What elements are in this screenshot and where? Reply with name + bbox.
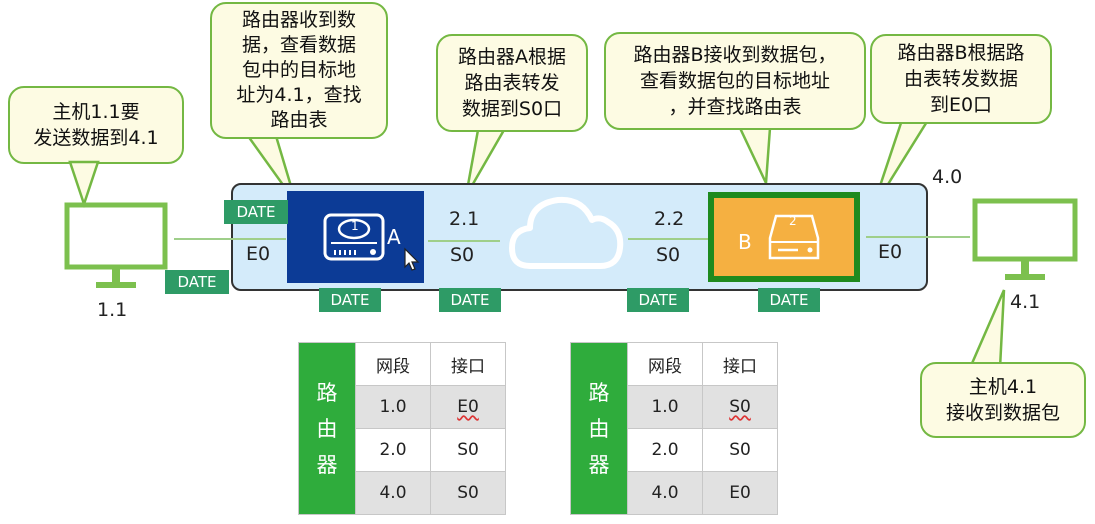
wire-host-a <box>174 238 286 240</box>
table-cell: S0 <box>702 428 778 472</box>
router-b-s0-label: S0 <box>656 244 681 266</box>
bubble-router-b-receive: 路由器B接收到数据包， 查看数据包的目标地址 ，并查找路由表 <box>604 32 866 130</box>
packet-tag: DATE <box>224 200 288 224</box>
wire-b-host <box>866 236 970 238</box>
routing-table-b-header: 网段 <box>627 342 703 386</box>
cursor-icon <box>404 247 420 271</box>
table-cell: 2.0 <box>355 428 431 472</box>
table-row: 2.0 S0 <box>299 428 506 472</box>
table-cell: 1.0 <box>627 385 703 429</box>
net-right-label: 4.0 <box>932 166 963 188</box>
host-left-computer-icon <box>64 202 168 288</box>
packet-tag: DATE <box>165 270 229 294</box>
routing-table-b-side: 路 由 器 <box>570 342 628 515</box>
table-cell: S0 <box>430 471 506 515</box>
table-row: 1.0 E0 <box>299 385 506 429</box>
table-row: 4.0 E0 <box>571 471 778 515</box>
host-right-computer-icon <box>972 198 1078 280</box>
wire-cloud-b <box>628 238 708 240</box>
table-cell-text: S0 <box>729 397 751 417</box>
router-a-disk-number: 1 <box>351 219 359 233</box>
bubble-router-b-forward: 路由器B根据路 由表转发数据 到E0口 <box>870 34 1052 124</box>
table-cell: E0 <box>430 385 506 429</box>
routing-table-b-header: 接口 <box>702 342 778 386</box>
router-b-s0-ip: 2.2 <box>654 208 685 230</box>
router-a-s0-ip: 2.1 <box>449 208 480 230</box>
routing-table-a-header: 接口 <box>430 342 506 386</box>
packet-tag: DATE <box>319 288 381 312</box>
router-b-disk-number: 2 <box>789 214 797 228</box>
tail-router-b-receive <box>738 126 772 188</box>
table-row: 4.0 S0 <box>299 471 506 515</box>
routing-table-a-side: 路 由 器 <box>298 342 356 515</box>
table-cell: 2.0 <box>627 428 703 472</box>
router-a: 1 A <box>287 191 424 283</box>
bubble-router-a-receive: 路由器收到数 据，查看数据 包中的目标地 址为4.1，查找 路由表 <box>210 2 388 139</box>
host-left-label: 1.1 <box>97 299 128 321</box>
router-b-label: B <box>738 230 752 254</box>
packet-tag: DATE <box>627 288 689 312</box>
table-cell: S0 <box>702 385 778 429</box>
routing-table-b: 路 由 器 网段 接口 1.0 S0 2.0 S0 4.0 E0 <box>570 342 778 515</box>
router-a-s0-label: S0 <box>450 244 475 266</box>
router-b-e0-label: E0 <box>878 241 903 263</box>
table-row: 1.0 S0 <box>571 385 778 429</box>
table-cell: 4.0 <box>355 471 431 515</box>
table-cell: S0 <box>430 428 506 472</box>
cloud-icon <box>509 196 624 269</box>
router-b: B 2 <box>708 192 860 282</box>
wire-a-cloud <box>428 240 500 242</box>
routing-table-a-header: 网段 <box>355 342 431 386</box>
packet-tag: DATE <box>758 288 820 312</box>
table-cell-text: E0 <box>457 397 479 417</box>
packet-tag: DATE <box>439 288 501 312</box>
bubble-host-receive: 主机4.1 接收到数据包 <box>920 362 1086 438</box>
table-cell: 4.0 <box>627 471 703 515</box>
host-right-label: 4.1 <box>1010 291 1041 313</box>
bubble-host-send: 主机1.1要 发送数据到4.1 <box>8 86 184 164</box>
table-cell: 1.0 <box>355 385 431 429</box>
table-cell: E0 <box>702 471 778 515</box>
router-a-drive-icon <box>323 213 385 261</box>
router-a-e0-label: E0 <box>246 243 271 265</box>
router-b-drive-icon <box>768 214 820 260</box>
tail-host-receive <box>968 289 1006 370</box>
table-row: 2.0 S0 <box>571 428 778 472</box>
bubble-router-a-forward: 路由器A根据 路由表转发 数据到S0口 <box>436 34 588 132</box>
router-a-label: A <box>387 225 401 249</box>
routing-table-a: 路 由 器 网段 接口 1.0 E0 2.0 S0 4.0 S0 <box>298 342 506 515</box>
tail-host-send <box>68 160 100 208</box>
